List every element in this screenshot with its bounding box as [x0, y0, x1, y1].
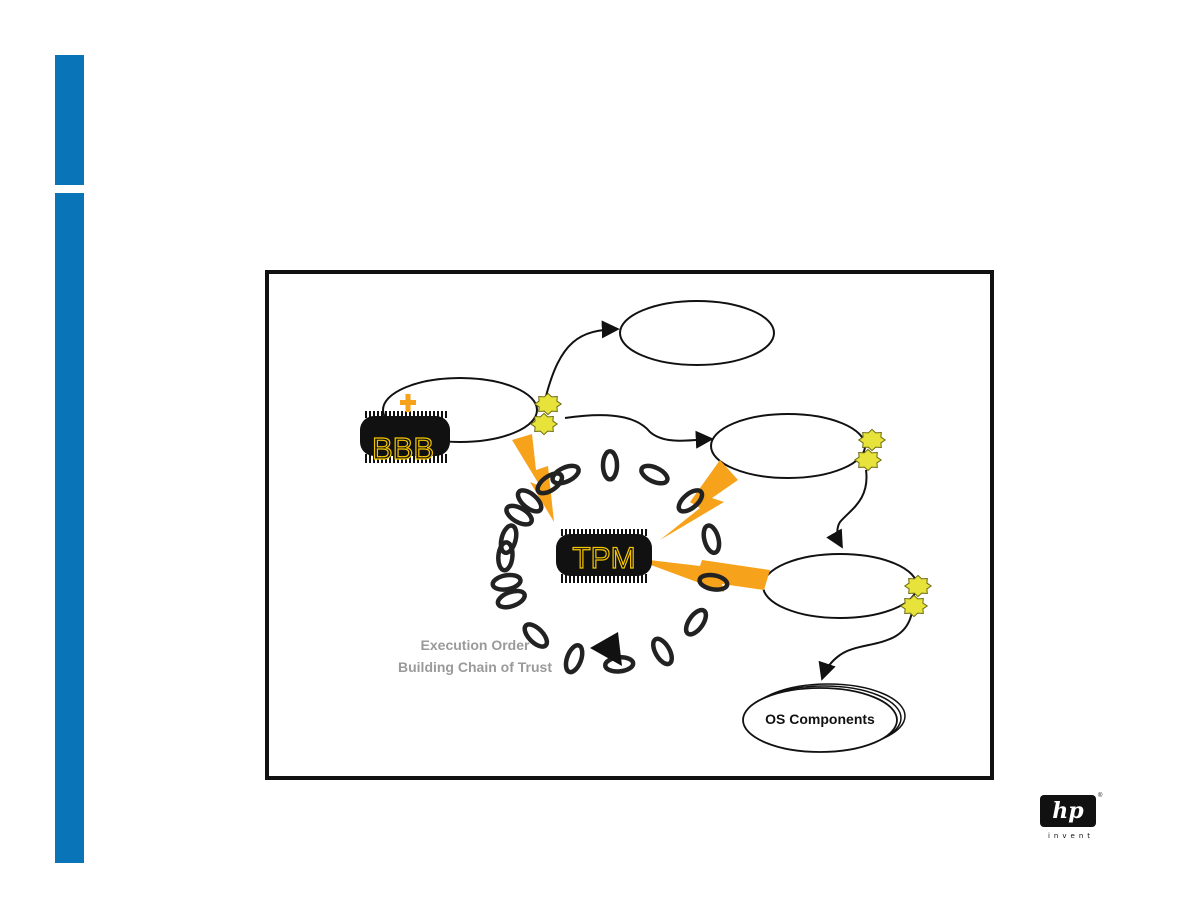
- chain-link: [701, 523, 722, 556]
- lightning-icon: [512, 434, 554, 522]
- chain-link: [683, 607, 709, 637]
- chain-link: [676, 488, 705, 514]
- caption-chain-of-trust: Building Chain of Trust: [398, 659, 552, 675]
- hp-logo-box: [1040, 795, 1096, 827]
- os-components-stack: [742, 683, 906, 753]
- chain-link: [535, 471, 565, 496]
- registered-mark: ®: [1098, 793, 1103, 799]
- arrow-icon: [544, 320, 620, 401]
- chain-link: [550, 463, 581, 486]
- stage-ellipse-3: [710, 413, 866, 479]
- tpm-label: TPM: [572, 542, 635, 575]
- arrow-icon: [826, 469, 868, 549]
- sidebar-accent-top: [55, 55, 84, 185]
- stage-ellipse-4: [762, 553, 918, 619]
- chain-link: [563, 643, 585, 675]
- sidebar-accent-bottom: [55, 193, 84, 863]
- os-components-label: OS Components: [765, 711, 875, 727]
- caption-execution-order: Execution Order: [421, 637, 530, 653]
- tpm-chip-icon: TPM: [556, 529, 652, 583]
- gear-icon: [899, 574, 933, 618]
- chain-link: [600, 449, 620, 482]
- arrow-icon: [590, 632, 622, 666]
- arrow-icon: [818, 611, 913, 681]
- hp-invent-logo: hp ® invent: [1040, 793, 1103, 840]
- chain-link: [650, 636, 675, 667]
- chain-link: [515, 488, 544, 514]
- chain-link: [496, 540, 515, 573]
- gear-icon: [853, 428, 887, 472]
- stage-ellipse-2: [619, 300, 775, 366]
- hp-logo-mark: hp: [1052, 798, 1084, 824]
- hp-logo-tagline: invent: [1047, 832, 1094, 840]
- arrow-icon: [564, 414, 714, 449]
- chain-link: [522, 622, 550, 649]
- gear-icon: [529, 392, 563, 436]
- chain-link: [498, 523, 519, 556]
- chain-link: [697, 572, 730, 592]
- bbb-chip-icon: BBB: [360, 394, 450, 467]
- bbb-label: BBB: [372, 431, 434, 466]
- chain-link: [495, 588, 527, 610]
- chain-link: [504, 503, 534, 527]
- chain-link: [639, 463, 670, 486]
- chain-link: [490, 572, 523, 592]
